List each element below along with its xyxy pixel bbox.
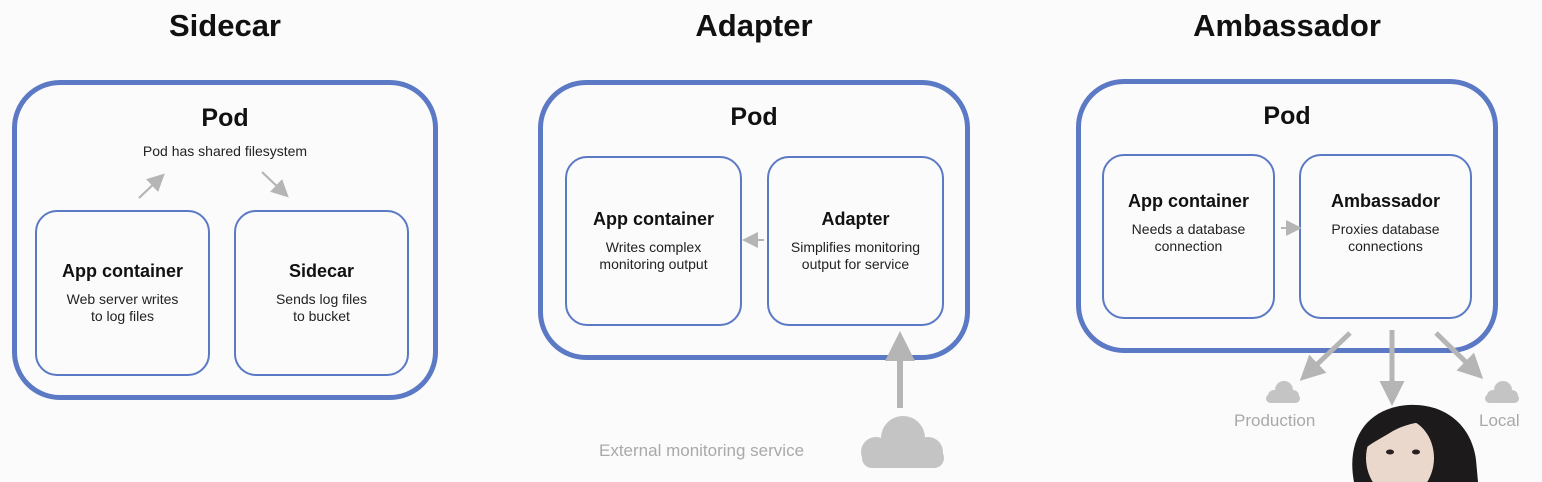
local-label: Local: [1479, 411, 1520, 430]
description-line: to bucket: [293, 308, 350, 324]
description-line: connections: [1348, 237, 1423, 254]
sidecar-pod-note: Pod has shared filesystem: [142, 143, 308, 159]
ambassador-pod-label: Pod: [1263, 102, 1311, 130]
description-line: Writes complex: [605, 239, 702, 255]
adapter-app-container: App container Writes complex monitoring …: [565, 156, 742, 326]
production-cloud-icon: [1266, 381, 1300, 403]
container-name: App container: [592, 209, 714, 229]
container-description: Proxies database connections: [1331, 221, 1439, 255]
container-description: Needs a database connection: [1132, 221, 1246, 255]
description-line: connection: [1154, 237, 1223, 254]
arrow-to-local: [1434, 331, 1484, 379]
container-name: App container: [1127, 190, 1249, 211]
local-cloud-icon: [1485, 381, 1519, 403]
external-monitoring-label: External monitoring service: [599, 441, 805, 460]
container-name: App container: [61, 261, 183, 281]
external-monitoring-cloud-icon: [861, 416, 944, 468]
container-description: Simplifies monitoring output for service: [791, 239, 920, 273]
description-line: output for service: [801, 256, 910, 272]
container-description: Writes complex monitoring output: [599, 239, 707, 273]
description-line: Proxies database: [1331, 220, 1440, 237]
description-line: Web server writes: [66, 291, 179, 307]
description-line: to log files: [90, 308, 155, 324]
description-line: Simplifies monitoring: [790, 239, 921, 255]
arrow-down-right: [261, 171, 289, 198]
sidecar-pod-label: Pod: [201, 104, 249, 132]
description-line: Sends log files: [275, 291, 368, 307]
container-name: Sidecar: [288, 261, 355, 281]
container-name: Ambassador: [1330, 190, 1441, 211]
adapter-title: Adapter: [695, 8, 813, 43]
adapter-helper-container: Adapter Simplifies monitoring output for…: [767, 156, 944, 326]
sidecar-app-container: App container Web server writes to log f…: [35, 210, 210, 376]
adapter-pod-label: Pod: [730, 103, 778, 131]
presenter-webcam: [1336, 400, 1486, 482]
description-line: monitoring output: [599, 256, 708, 272]
ambassador-app-container: App container Needs a database connectio…: [1102, 154, 1275, 319]
production-label: Production: [1234, 411, 1316, 430]
container-name: Adapter: [821, 209, 890, 229]
description-line: Needs a database: [1131, 220, 1246, 237]
arrow-up-right: [138, 173, 165, 199]
arrow-to-production: [1299, 331, 1352, 381]
container-description: Web server writes to log files: [67, 291, 179, 325]
container-description: Sends log files to bucket: [276, 291, 367, 325]
ambassador-helper-container: Ambassador Proxies database connections: [1299, 154, 1472, 319]
sidecar-title: Sidecar: [168, 8, 281, 43]
sidecar-helper-container: Sidecar Sends log files to bucket: [234, 210, 409, 376]
ambassador-title: Ambassador: [1193, 8, 1381, 43]
